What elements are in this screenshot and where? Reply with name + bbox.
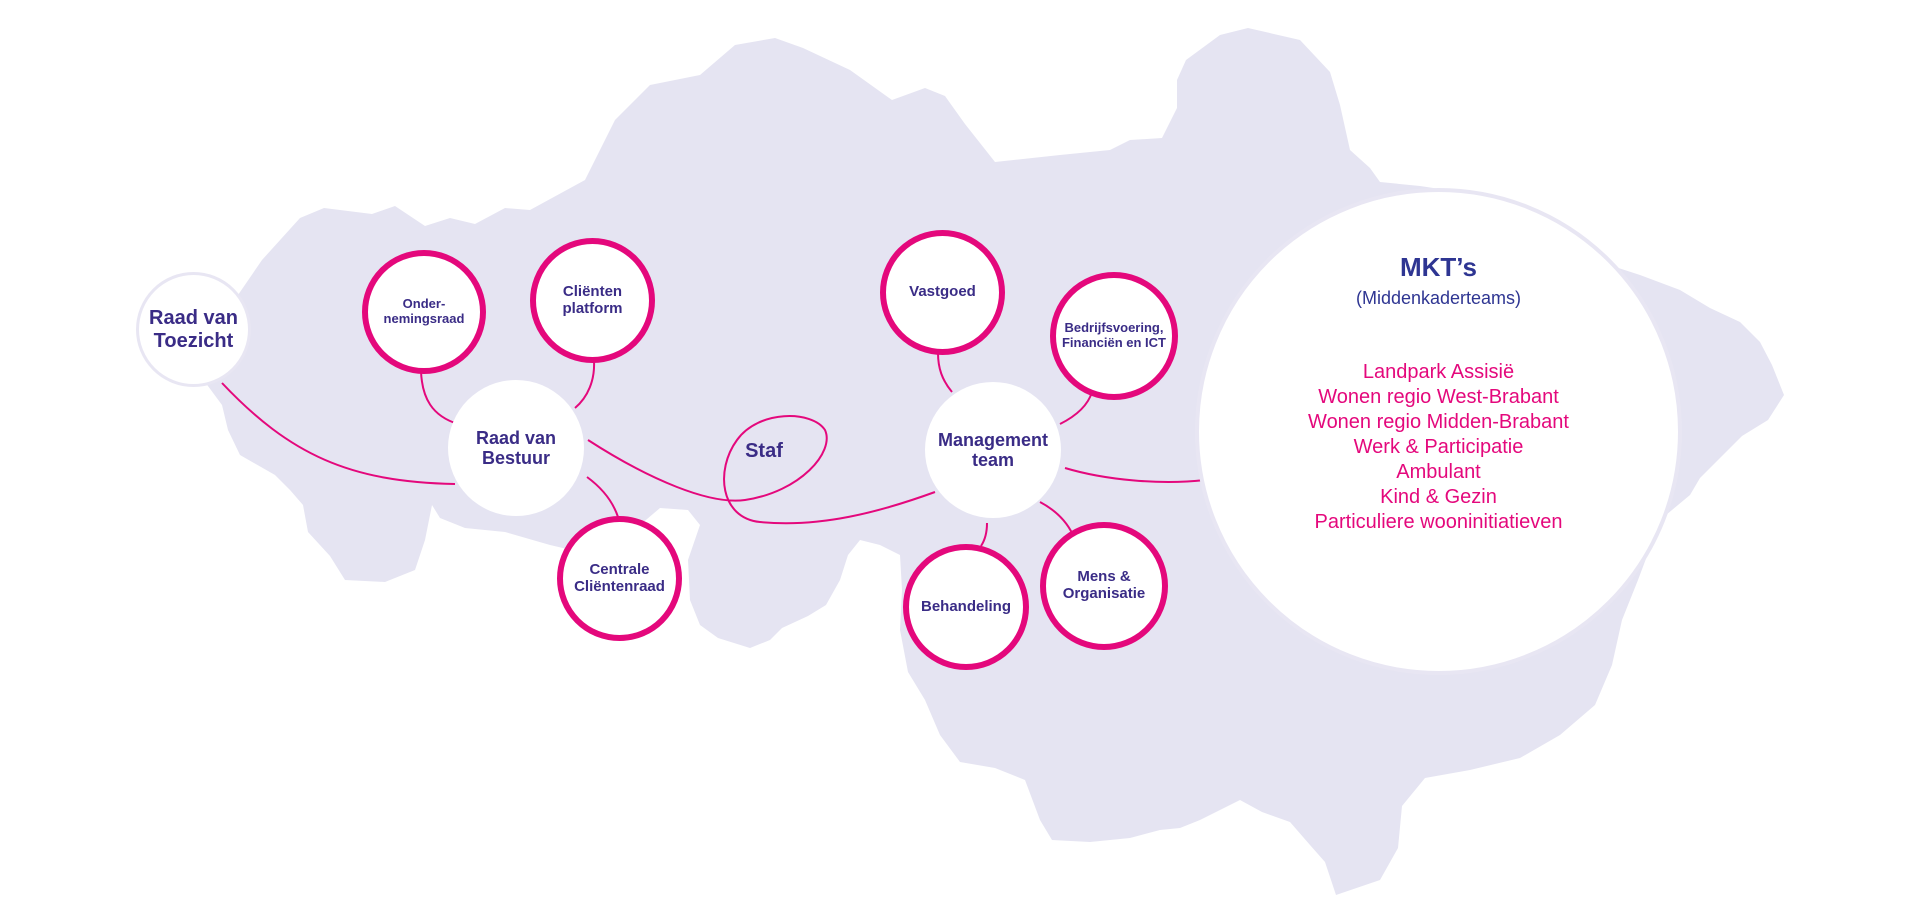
node-behandeling-label: Behandeling: [920, 597, 1011, 615]
node-management-team: Management team: [925, 382, 1061, 518]
node-mens-organisatie-label: Mens & Organisatie: [1062, 568, 1146, 602]
node-clienten-platform-label: Cliënten platform: [562, 282, 623, 317]
node-staf: Staf: [745, 440, 783, 462]
mkt-item: Werk & Participatie: [1353, 436, 1524, 458]
node-clienten-platform: Cliënten platform: [530, 238, 655, 363]
connector-mt-mkt: [1064, 467, 1206, 483]
mkt-subtitle: (Middenkaderteams): [1355, 288, 1522, 308]
node-raad-van-bestuur-label: Raad van Bestuur: [475, 427, 557, 468]
mkt-item: Kind & Gezin: [1380, 486, 1497, 508]
mkt-item: Wonen regio Midden-Brabant: [1308, 411, 1569, 433]
mkt-item: Landpark Assisië: [1362, 361, 1515, 383]
connector-vastgoed-mt: [937, 352, 953, 393]
node-bedrijfsvoering-label: Bedrijfsvoering, Financiën en ICT: [1061, 320, 1166, 350]
node-raad-van-toezicht: Raad van Toezicht: [136, 272, 251, 387]
node-bedrijfsvoering: Bedrijfsvoering, Financiën en ICT: [1050, 272, 1178, 400]
connector-ccr-bestuur: [586, 476, 619, 518]
connector-or-bestuur: [420, 370, 459, 425]
mkt-item: Wonen regio West-Brabant: [1318, 386, 1559, 408]
node-vastgoed: Vastgoed: [880, 230, 1005, 355]
node-mens-organisatie: Mens & Organisatie: [1040, 522, 1168, 650]
node-ondernemingsraad: Onder- nemingsraad: [362, 250, 486, 374]
node-vastgoed-label: Vastgoed: [909, 283, 976, 301]
node-centrale-clientenraad-label: Centrale Cliëntenraad: [574, 560, 665, 595]
mkt-title: MKT’s: [1399, 252, 1478, 282]
mkt-circle: MKT’s (Middenkaderteams) Landpark Assisi…: [1195, 188, 1682, 675]
mkt-item: Ambulant: [1396, 461, 1481, 483]
node-management-team-label: Management team: [937, 429, 1049, 470]
mkt-list: Landpark Assisië Wonen regio West-Braban…: [1199, 360, 1678, 535]
connector-toezicht-bestuur: [221, 382, 456, 485]
connector-bestuur-staf-mt: [587, 415, 936, 525]
node-centrale-clientenraad: Centrale Cliëntenraad: [557, 516, 682, 641]
connector-behandeling-mt: [980, 522, 988, 547]
mkt-item: Particuliere wooninitiatieven: [1314, 511, 1563, 533]
connector-platform-bestuur: [574, 360, 596, 409]
node-raad-van-bestuur: Raad van Bestuur: [448, 380, 584, 516]
node-ondernemingsraad-label: Onder- nemingsraad: [383, 296, 465, 326]
node-behandeling: Behandeling: [903, 544, 1029, 670]
node-raad-van-toezicht-label: Raad van Toezicht: [149, 307, 238, 352]
